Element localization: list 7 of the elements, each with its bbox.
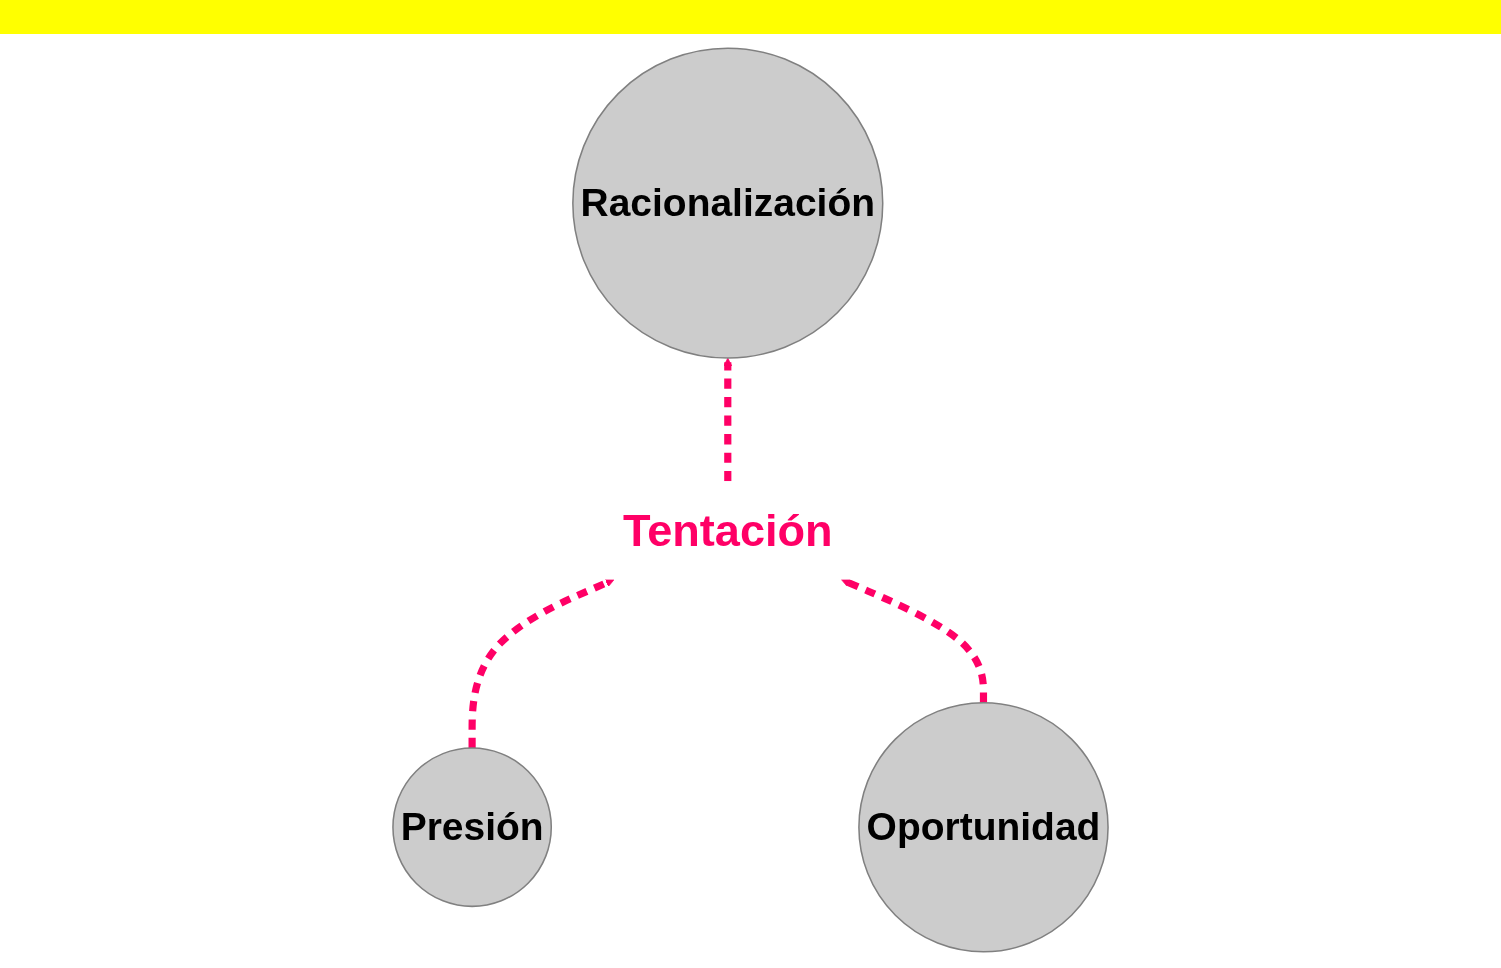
arrow: [468, 577, 615, 749]
node-text: Tentación: [622, 504, 833, 555]
node-circle: Oportunidad: [858, 701, 1109, 953]
arrow: [841, 577, 988, 703]
arrow: [723, 357, 733, 482]
node-circle: Racionalización: [572, 47, 884, 359]
node-circle: Presión: [392, 747, 553, 908]
